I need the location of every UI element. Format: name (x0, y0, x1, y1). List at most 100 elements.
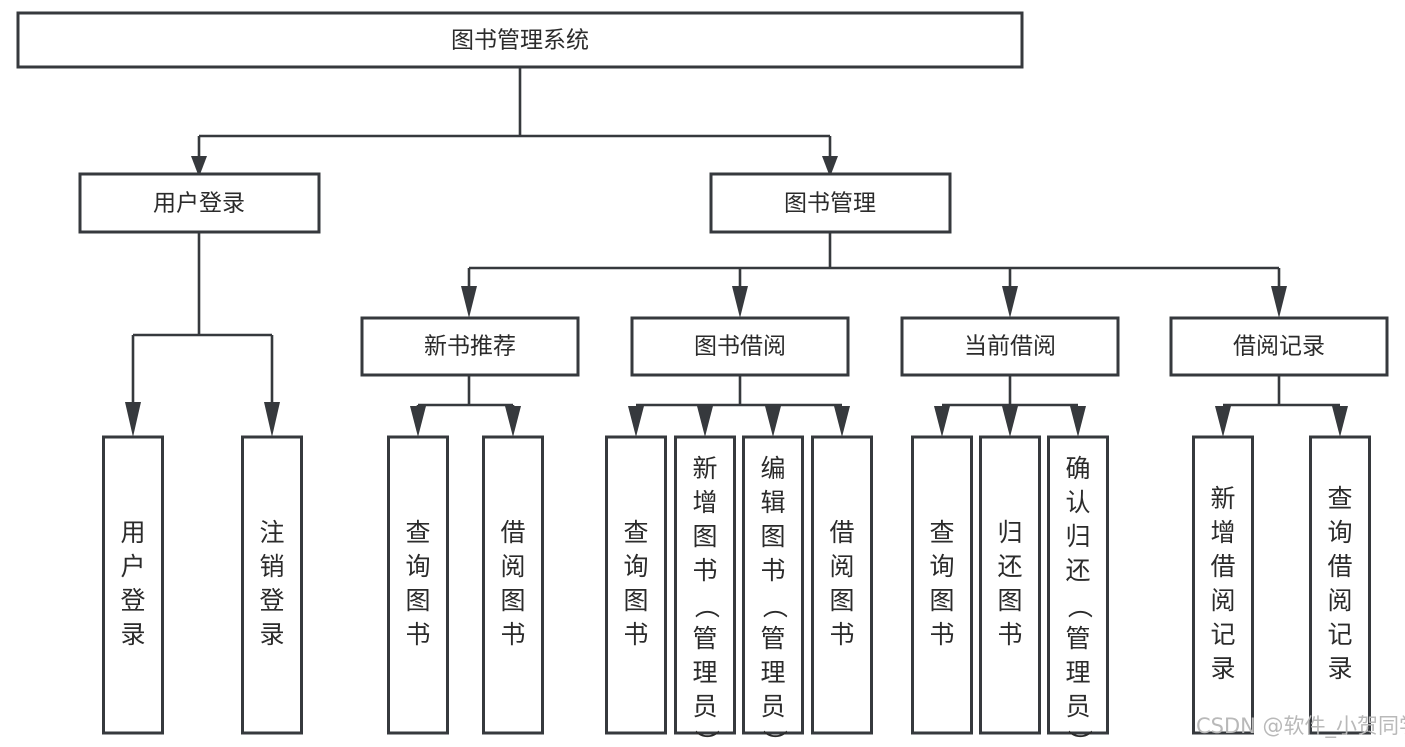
node-new-book-recommend[interactable]: 新书推荐 (360, 316, 580, 377)
root-box[interactable] (16, 11, 1024, 69)
user-login-box[interactable] (78, 172, 321, 234)
leaf-char: 增 (692, 488, 717, 517)
arrow-borrow-record-leaf1 (1215, 406, 1231, 437)
leaf-char: 记 (1210, 620, 1235, 649)
borrow-record-label: 借阅记录 (1233, 334, 1325, 360)
leaf-char: 查 (929, 518, 954, 547)
leaf-char: 图 (760, 522, 785, 551)
node-borrow-record[interactable]: 借阅记录 (1169, 316, 1389, 377)
leaf-char: 查 (405, 518, 430, 547)
leaf-char: 理 (692, 658, 717, 687)
node-book-management[interactable]: 图书管理 (709, 172, 952, 234)
arrow-book-borrow-leaf1 (628, 406, 644, 437)
leaf-char: 新 (692, 454, 717, 483)
leaf-box[interactable] (241, 435, 303, 735)
leaf-box[interactable] (1309, 435, 1371, 735)
node-user-login[interactable]: 用户登录 (78, 172, 321, 234)
leaf-char: 确 (1065, 454, 1090, 483)
leaf-box[interactable] (1192, 435, 1254, 735)
leaf-char: 登 (259, 586, 284, 615)
root-label: 图书管理系统 (451, 28, 589, 54)
leaf-char: 认 (1065, 488, 1090, 517)
leaf-char: 阅 (500, 552, 525, 581)
leaf-char: 归 (1065, 522, 1090, 551)
leaf-box[interactable] (742, 435, 804, 735)
arrow-user-login-leaf2 (264, 402, 280, 437)
leaf-char: 管 (760, 624, 785, 653)
leaf-char: 图 (405, 586, 430, 615)
leaf-char: 记 (1327, 620, 1352, 649)
arrow-book-borrow-leaf2 (697, 406, 713, 437)
user-login-label: 用户登录 (153, 191, 245, 217)
leaf-box[interactable] (979, 435, 1041, 735)
leaf-char: 借 (1327, 552, 1352, 581)
leaf-char: ） (1065, 729, 1094, 747)
leaf-char: 图 (692, 522, 717, 551)
leaf-user-login[interactable]: 用户登录 (102, 435, 164, 735)
arrow-to-borrow-record (1271, 286, 1287, 318)
leaf-box[interactable] (1047, 435, 1109, 735)
arrow-to-new-book (461, 286, 477, 318)
leaf-box[interactable] (387, 435, 449, 735)
node-root-book-management-system[interactable]: 图书管理系统 (16, 11, 1024, 69)
leaf-box[interactable] (482, 435, 544, 735)
leaf-char: （ (692, 593, 721, 618)
arrow-book-borrow-leaf3 (765, 406, 781, 437)
leaf-char: 销 (259, 552, 284, 581)
leaf-char: 借 (500, 518, 525, 547)
leaf-char: 图 (623, 586, 648, 615)
leaf-char: 员 (692, 692, 717, 721)
arrow-new-book-leaf2 (505, 406, 521, 437)
book-management-box[interactable] (709, 172, 952, 234)
leaf-char: 登 (120, 586, 145, 615)
leaf-char: 询 (1327, 518, 1352, 547)
leaf-box[interactable] (674, 435, 736, 735)
leaf-char: 询 (623, 552, 648, 581)
leaf-char: 书 (692, 556, 717, 585)
leaf-char: 借 (1210, 552, 1235, 581)
leaf-char: 书 (829, 620, 854, 649)
current-borrow-box[interactable] (900, 316, 1120, 377)
new-book-recommend-label: 新书推荐 (424, 334, 516, 360)
node-book-borrow[interactable]: 图书借阅 (630, 316, 850, 377)
leaf-box[interactable] (911, 435, 973, 735)
leaf-char: 增 (1210, 518, 1235, 547)
leaf-box[interactable] (811, 435, 873, 735)
book-borrow-box[interactable] (630, 316, 850, 377)
node-current-borrow[interactable]: 当前借阅 (900, 316, 1120, 377)
leaf-box[interactable] (102, 435, 164, 735)
arrow-user-login-leaf1 (125, 402, 141, 437)
new-book-recommend-box[interactable] (360, 316, 580, 377)
leaf-char: 理 (1065, 658, 1090, 687)
leaf-char: 图 (997, 586, 1022, 615)
borrow-record-box[interactable] (1169, 316, 1389, 377)
leaf-char: 新 (1210, 484, 1235, 513)
arrow-to-current-borrow (1002, 286, 1018, 318)
arrow-to-book-management (822, 156, 838, 177)
arrow-book-borrow-leaf4 (834, 406, 850, 437)
leaf-char: 查 (1327, 484, 1352, 513)
leaf-char: 还 (1065, 556, 1090, 585)
book-management-label: 图书管理 (784, 191, 876, 217)
leaf-char: 阅 (829, 552, 854, 581)
leaf-char: 注 (259, 518, 284, 547)
leaf-char: 归 (997, 518, 1022, 547)
leaf-box[interactable] (605, 435, 667, 735)
leaf-char: 用 (120, 518, 145, 547)
leaf-char: 查 (623, 518, 648, 547)
